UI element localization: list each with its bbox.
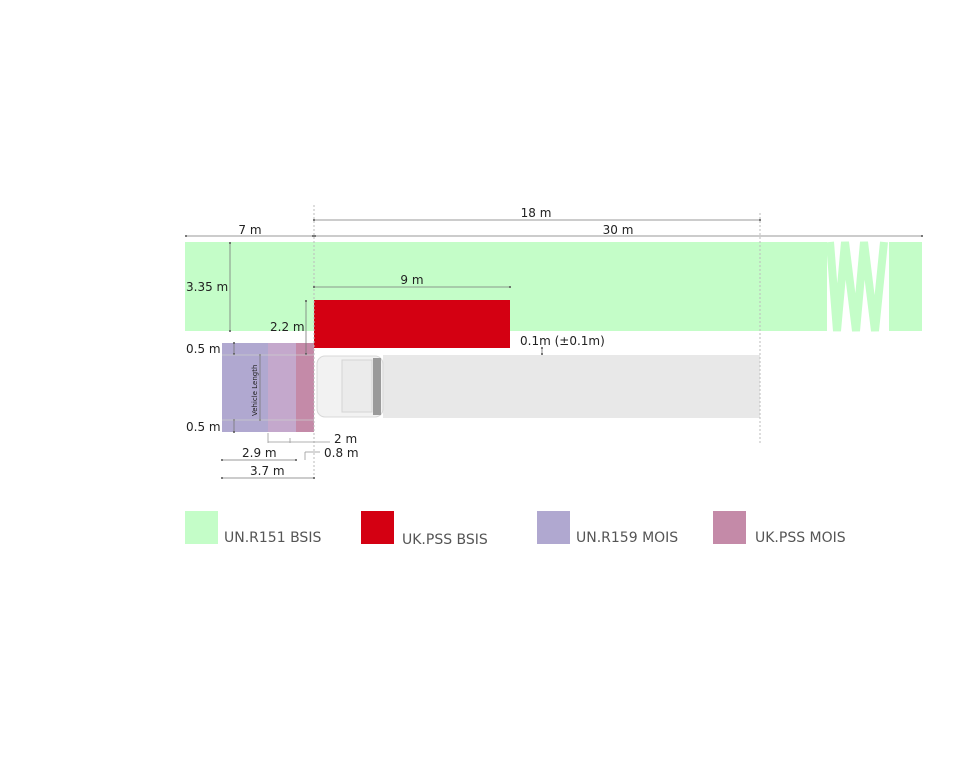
legend-label: UK.PSS MOIS <box>755 530 846 546</box>
dim-30m: 30 m <box>603 223 634 237</box>
legend-swatch <box>713 511 746 544</box>
uk-pss-bsis-zone <box>314 300 510 348</box>
legend-item-uk-pss-mois: UK.PSS MOIS <box>713 511 846 546</box>
dim-3-7m: 3.7 m <box>250 464 285 478</box>
truck-trailer <box>383 355 760 418</box>
dim-9m: 9 m <box>400 273 423 287</box>
legend-label: UN.R159 MOIS <box>576 530 679 546</box>
dim-gap-0-1m: 0.1m (±0.1m) <box>520 334 605 348</box>
dim-2m: 2 m <box>334 432 357 446</box>
uk-pss-mois-zone <box>296 343 314 432</box>
dim-7m: 7 m <box>238 223 261 237</box>
legend-swatch <box>537 511 570 544</box>
legend-label: UN.R151 BSIS <box>224 530 322 546</box>
legend-item-un-r151-bsis: UN.R151 BSIS <box>185 511 322 546</box>
dim-2-2m: 2.2 m <box>270 320 305 334</box>
dim-18m: 18 m <box>521 206 552 220</box>
legend-item-un-r159-mois: UN.R159 MOIS <box>537 511 679 546</box>
dim-front-0-5m: 0.5 m <box>186 342 221 356</box>
legend-label: UK.PSS BSIS <box>402 532 488 548</box>
dim-2-9m: 2.9 m <box>242 446 277 460</box>
legend-item-uk-pss-bsis: UK.PSS BSIS <box>361 511 488 548</box>
legend-swatch <box>361 511 394 544</box>
dim-3-35m: 3.35 m <box>186 280 228 294</box>
vehicle-length-label: Vehicle Length <box>251 365 259 416</box>
dim-0-8m: 0.8 m <box>324 446 359 460</box>
legend-swatch <box>185 511 218 544</box>
dim-rear-0-5m: 0.5 m <box>186 420 221 434</box>
truck <box>316 355 760 418</box>
un-r151-bsis-zone <box>185 241 922 332</box>
